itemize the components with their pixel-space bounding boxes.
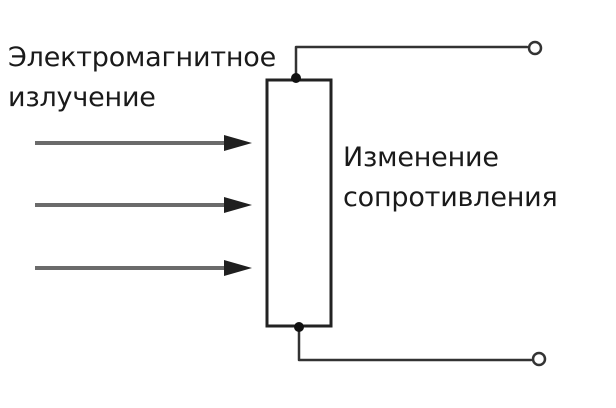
radiation-arrowhead-3 xyxy=(224,260,252,276)
bottom-junction-dot xyxy=(294,322,304,332)
top-lead-wire xyxy=(294,45,529,82)
radiation-arrowhead-2 xyxy=(224,197,252,213)
bottom-lead-wire xyxy=(297,324,533,362)
photoresistor-element xyxy=(265,78,333,328)
radiation-label-line1: Электромагнитное xyxy=(8,42,277,73)
resistance-label-line1: Изменение xyxy=(343,142,499,173)
bottom-terminal xyxy=(531,351,547,367)
radiation-rays xyxy=(35,135,252,276)
top-junction-dot xyxy=(291,73,301,83)
radiation-label-line2: излучение xyxy=(8,82,156,113)
radiation-arrowhead-1 xyxy=(224,135,252,151)
top-terminal xyxy=(527,40,543,56)
resistance-label-line2: сопротивления xyxy=(343,182,558,213)
